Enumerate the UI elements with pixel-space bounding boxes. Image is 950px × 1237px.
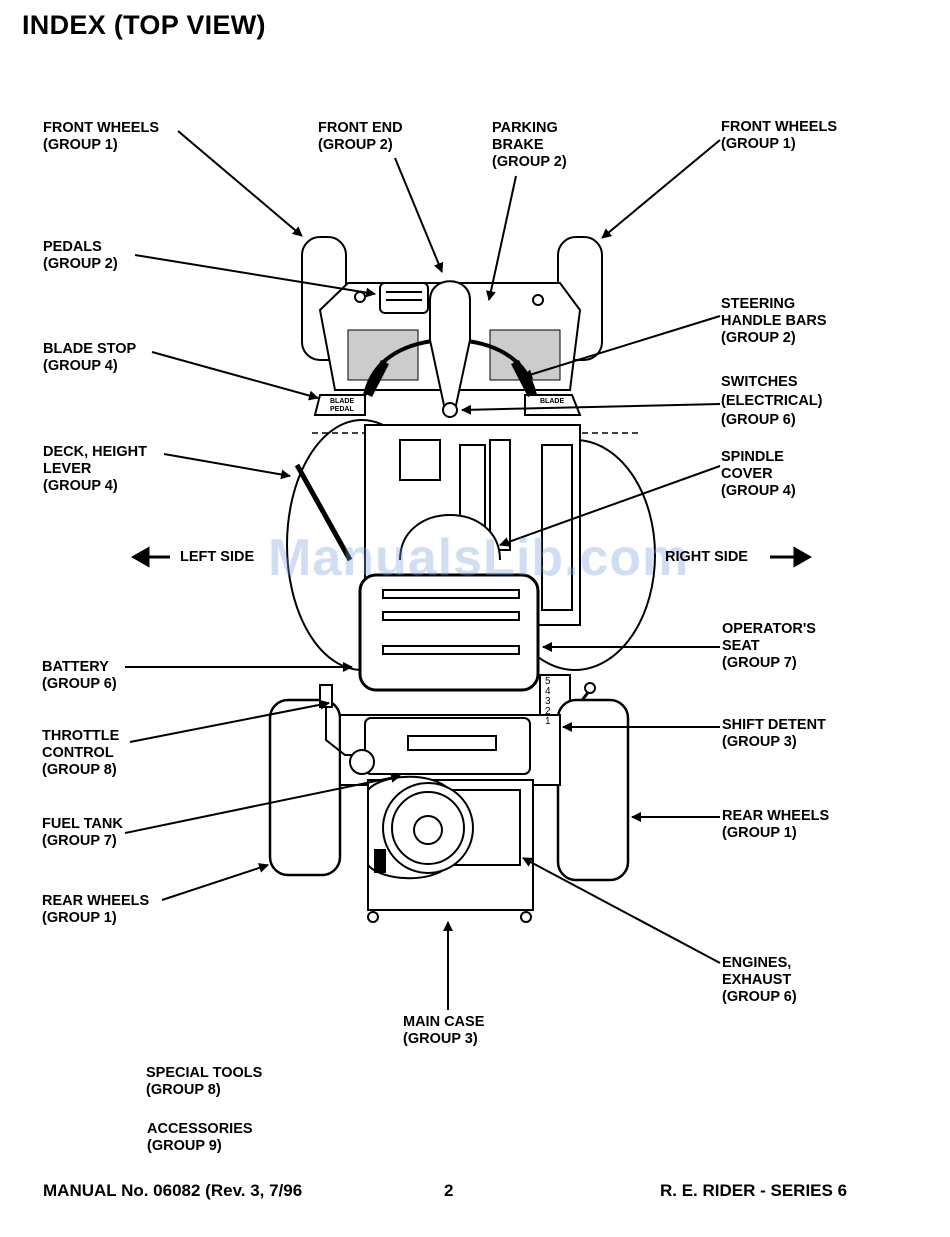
right-side-label: RIGHT SIDE: [665, 549, 748, 565]
pedal-text: PEDAL: [330, 406, 354, 413]
label-fuel-tank: FUEL TANK(GROUP 7): [42, 816, 123, 849]
gear-5: 5: [545, 676, 551, 687]
label-switches: SWITCHES(ELECTRICAL)(GROUP 6): [721, 374, 823, 428]
label-main-case: MAIN CASE(GROUP 3): [403, 1014, 485, 1047]
left-side-label: LEFT SIDE: [180, 549, 255, 565]
label-accessories: ACCESSORIES(GROUP 9): [147, 1121, 253, 1154]
label-special-tools: SPECIAL TOOLS(GROUP 8): [146, 1065, 263, 1098]
gear-4: 4: [545, 686, 551, 697]
label-front-end: FRONT END(GROUP 2): [318, 120, 403, 153]
label-engines-exhaust: ENGINES,EXHAUST(GROUP 6): [722, 955, 797, 1005]
label-battery: BATTERY(GROUP 6): [42, 659, 117, 692]
gear-3: 3: [545, 696, 551, 707]
gear-1: 1: [545, 716, 551, 727]
label-front-wheels-left: FRONT WHEELS(GROUP 1): [43, 120, 159, 153]
label-shift-detent: SHIFT DETENT(GROUP 3): [722, 717, 826, 750]
label-blade-stop: BLADE STOP(GROUP 4): [43, 341, 137, 374]
watermark: ManualsLib.com: [268, 529, 690, 587]
label-pedals: PEDALS(GROUP 2): [43, 239, 118, 272]
blade-right-text: BLADE: [540, 398, 564, 405]
page-title: INDEX (TOP VIEW): [22, 10, 266, 40]
footer-manual-number: MANUAL No. 06082 (Rev. 3, 7/96: [43, 1181, 303, 1200]
label-rear-wheels-right: REAR WHEELS(GROUP 1): [722, 808, 830, 841]
footer-series: R. E. RIDER - SERIES 6: [660, 1181, 848, 1200]
label-rear-wheels-left: REAR WHEELS(GROUP 1): [42, 893, 150, 926]
footer-page-number: 2: [444, 1181, 454, 1200]
label-front-wheels-right: FRONT WHEELS(GROUP 1): [721, 119, 837, 152]
blade-left-text: BLADE: [330, 398, 354, 405]
gear-2: 2: [545, 706, 551, 717]
